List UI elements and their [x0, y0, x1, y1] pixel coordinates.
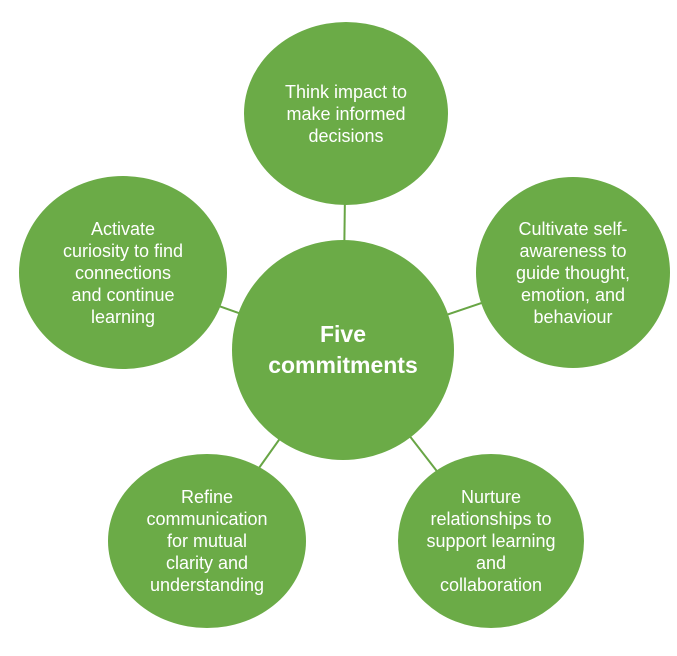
- node-label-bottom-left: Refine communication for mutual clarity …: [146, 487, 268, 595]
- node-circle-right: Cultivate self-awareness to guide though…: [476, 177, 670, 368]
- node-label-right: Cultivate self-awareness to guide though…: [515, 218, 631, 327]
- node-circle-left: Activate curiosity to find connections a…: [19, 176, 227, 369]
- node-circle-bottom-left: Refine communication for mutual clarity …: [108, 454, 306, 628]
- node-circle-top: Think impact to make informed decisions: [244, 22, 448, 205]
- node-label-top: Think impact to make informed decisions: [284, 81, 408, 146]
- node-label-bottom-right: Nurture relationships to support learnin…: [426, 487, 556, 595]
- center-circle-label: Five commitments: [268, 321, 418, 378]
- node-circle-bottom-right: Nurture relationships to support learnin…: [398, 454, 584, 628]
- center-circle: Five commitments: [232, 240, 454, 460]
- node-label-left: Activate curiosity to find connections a…: [62, 218, 184, 327]
